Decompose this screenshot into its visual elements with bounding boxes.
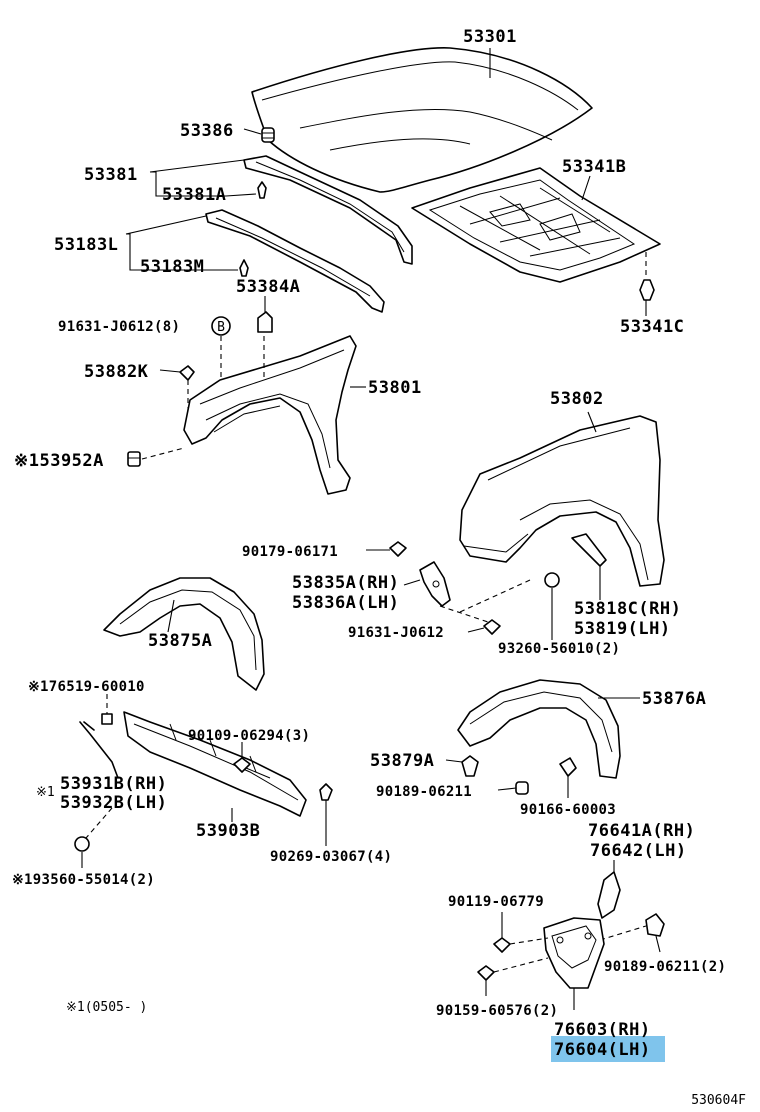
label-insulator-clip: 53341C	[620, 317, 684, 337]
front-fender-lh[interactable]	[459, 415, 665, 587]
label-mudguard-rh[interactable]: 76603(RH)	[554, 1020, 651, 1040]
label-fender-rh: 53801	[368, 378, 422, 398]
fender-liner-lh[interactable]	[457, 679, 621, 779]
nut-91631[interactable]	[483, 619, 501, 635]
label-bolt1: 90179-06171	[242, 544, 338, 560]
label-mud-lh: 53819(LH)	[574, 619, 671, 639]
clip-90189-b[interactable]	[645, 913, 665, 937]
seal-clip-m[interactable]	[239, 259, 249, 277]
grommet[interactable]	[127, 451, 141, 467]
fender-mud-seal[interactable]	[571, 533, 607, 567]
b-mark-label: B	[217, 320, 225, 335]
label-mud-rh: 53818C(RH)	[574, 599, 681, 619]
clip-90269[interactable]	[319, 783, 333, 801]
screw-93560[interactable]	[74, 836, 90, 852]
label-liner-lh: 53876A	[642, 689, 706, 709]
label-insulator: 53341B	[562, 157, 626, 177]
bolt-90179[interactable]	[389, 541, 407, 557]
label-seal-clip: 53381A	[162, 185, 226, 205]
selected-part-highlight	[551, 1036, 665, 1062]
label-clip-k: 53882K	[84, 362, 149, 382]
label-hood: 53301	[463, 27, 517, 47]
label-moulding-lh: 53932B(LH)	[60, 793, 167, 813]
label-bracket-rh: 53835A(RH)	[292, 573, 399, 593]
clip-90189-a[interactable]	[515, 781, 529, 795]
hood-cushion[interactable]	[261, 127, 275, 143]
mud-flap-bracket[interactable]	[597, 871, 621, 919]
label-screw12: 90159-60576(2)	[436, 1003, 558, 1019]
label-seal: 53381	[84, 165, 138, 185]
fender-clip-k[interactable]	[179, 365, 195, 381]
screw-90159[interactable]	[477, 965, 495, 981]
fender-bracket[interactable]	[419, 561, 451, 607]
label-clip11: 90189-06211(2)	[604, 959, 726, 975]
label-grommet: ※153952A	[14, 451, 104, 471]
label-nut2: 91631-J0612	[348, 625, 444, 641]
label-clip3: ※176519-60010	[28, 679, 145, 695]
bolt-90109[interactable]	[233, 757, 271, 779]
hood-seal-front[interactable]	[243, 155, 413, 265]
label-clip7: 90166-60003	[520, 802, 616, 818]
catalog-code: 530604F	[691, 1093, 746, 1108]
label-clip5: 53879A	[370, 751, 434, 771]
label-apron: 53903B	[196, 821, 260, 841]
label-clip8: 90269-03067(4)	[270, 849, 392, 865]
mudguard[interactable]	[543, 917, 605, 989]
hood-stopper[interactable]	[257, 311, 273, 333]
label-clip6: 90189-06211	[376, 784, 472, 800]
hood-insulator[interactable]	[411, 167, 661, 283]
label-cushion: 53386	[180, 121, 234, 141]
label-stopper: 53384A	[236, 277, 300, 297]
label-moulding-rh: 53931B(RH)	[60, 774, 167, 794]
label-flap-rh: 76641A(RH)	[588, 821, 695, 841]
front-apron[interactable]	[123, 711, 307, 817]
label-bolt10: 90119-06779	[448, 894, 544, 910]
label-bolt4: 90109-06294(3)	[188, 728, 310, 744]
bolt-90119[interactable]	[493, 937, 511, 953]
clip-76519[interactable]	[101, 713, 113, 725]
label-bracket-lh: 53836A(LH)	[292, 593, 399, 613]
label-flap-lh: 76642(LH)	[590, 841, 687, 861]
label-screw: 93260-56010(2)	[498, 641, 620, 657]
screw-93260[interactable]	[544, 572, 560, 588]
b-reference-mark: B	[211, 316, 231, 336]
label-mudguard-lh[interactable]: 76604(LH)	[554, 1040, 651, 1060]
seal-clip-a[interactable]	[257, 181, 267, 199]
label-screw9: ※193560-55014(2)	[12, 872, 155, 888]
label-nut-clip: 91631-J0612(8)	[58, 319, 180, 335]
label-moulding-prefix: ※1	[36, 785, 55, 800]
hood-part[interactable]	[251, 47, 593, 193]
fender-liner-rh[interactable]	[103, 577, 265, 691]
insulator-clip[interactable]	[639, 279, 655, 301]
fender-moulding[interactable]	[79, 721, 119, 779]
footnote: ※1(0505- )	[66, 1000, 147, 1015]
clip-90166[interactable]	[559, 757, 577, 777]
label-liner-rh: 53875A	[148, 631, 212, 651]
hood-seal-rear[interactable]	[205, 209, 385, 313]
label-seal-lh: 53183L	[54, 235, 118, 255]
front-fender-rh[interactable]	[183, 335, 357, 495]
label-fender-lh: 53802	[550, 389, 604, 409]
label-seal-clip-m: 53183M	[140, 257, 204, 277]
clip-53879[interactable]	[461, 755, 479, 777]
